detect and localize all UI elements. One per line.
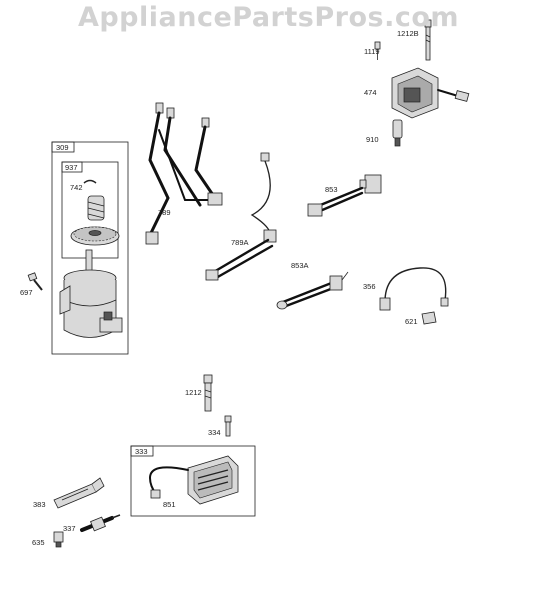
- connector-635[interactable]: [53, 531, 64, 548]
- bolt-334[interactable]: [224, 415, 232, 437]
- box-333: [130, 445, 256, 517]
- label-789A[interactable]: 789A: [231, 238, 249, 247]
- label-697[interactable]: 697: [20, 288, 33, 297]
- spark-plug-boot-910[interactable]: [392, 119, 403, 147]
- label-383[interactable]: 383: [33, 500, 46, 509]
- harness-853[interactable]: [307, 174, 382, 217]
- label-309[interactable]: 309: [56, 143, 69, 152]
- box-333-tab: [130, 445, 154, 457]
- label-910[interactable]: 910: [366, 135, 379, 144]
- ground-wire-356[interactable]: [379, 267, 449, 311]
- stud-1212B[interactable]: [424, 19, 432, 61]
- label-937[interactable]: 937: [65, 163, 78, 172]
- label-853A[interactable]: 853A: [291, 261, 309, 270]
- label-334[interactable]: 334: [208, 428, 221, 437]
- wire-851[interactable]: [148, 466, 189, 499]
- label-356[interactable]: 356: [363, 282, 376, 291]
- box-309: [51, 141, 129, 355]
- bolt-697[interactable]: [27, 272, 43, 291]
- harness-789[interactable]: [145, 102, 223, 245]
- retainer-742[interactable]: [83, 179, 97, 184]
- label-635[interactable]: 635: [32, 538, 45, 547]
- label-333[interactable]: 333: [135, 447, 148, 456]
- box-309-tab: [51, 141, 75, 153]
- box-937-tab: [61, 161, 83, 173]
- harness-789A[interactable]: [205, 152, 277, 281]
- watermark: AppliancePartsPros.com: [77, 2, 460, 33]
- clip-621[interactable]: [421, 311, 437, 325]
- label-789[interactable]: 789: [158, 208, 171, 217]
- module-333[interactable]: [187, 455, 239, 505]
- bolt-1119[interactable]: [374, 41, 381, 60]
- label-851[interactable]: 851: [163, 500, 176, 509]
- harness-853A[interactable]: [276, 271, 349, 310]
- armature-474[interactable]: [391, 67, 470, 119]
- label-621[interactable]: 621: [405, 317, 418, 326]
- label-1212B[interactable]: 1212B: [397, 29, 419, 38]
- starter-motor-309[interactable]: [59, 249, 123, 338]
- tube-383[interactable]: [53, 477, 105, 509]
- label-337[interactable]: 337: [63, 524, 76, 533]
- stud-1212[interactable]: [203, 374, 213, 412]
- label-1212[interactable]: 1212: [185, 388, 202, 397]
- label-742[interactable]: 742: [70, 183, 83, 192]
- drive-gear-937[interactable]: [70, 195, 120, 246]
- label-1119[interactable]: 1119: [364, 47, 380, 56]
- label-474[interactable]: 474: [364, 88, 377, 97]
- spark-plug-337[interactable]: [80, 514, 121, 532]
- label-853[interactable]: 853: [325, 185, 338, 194]
